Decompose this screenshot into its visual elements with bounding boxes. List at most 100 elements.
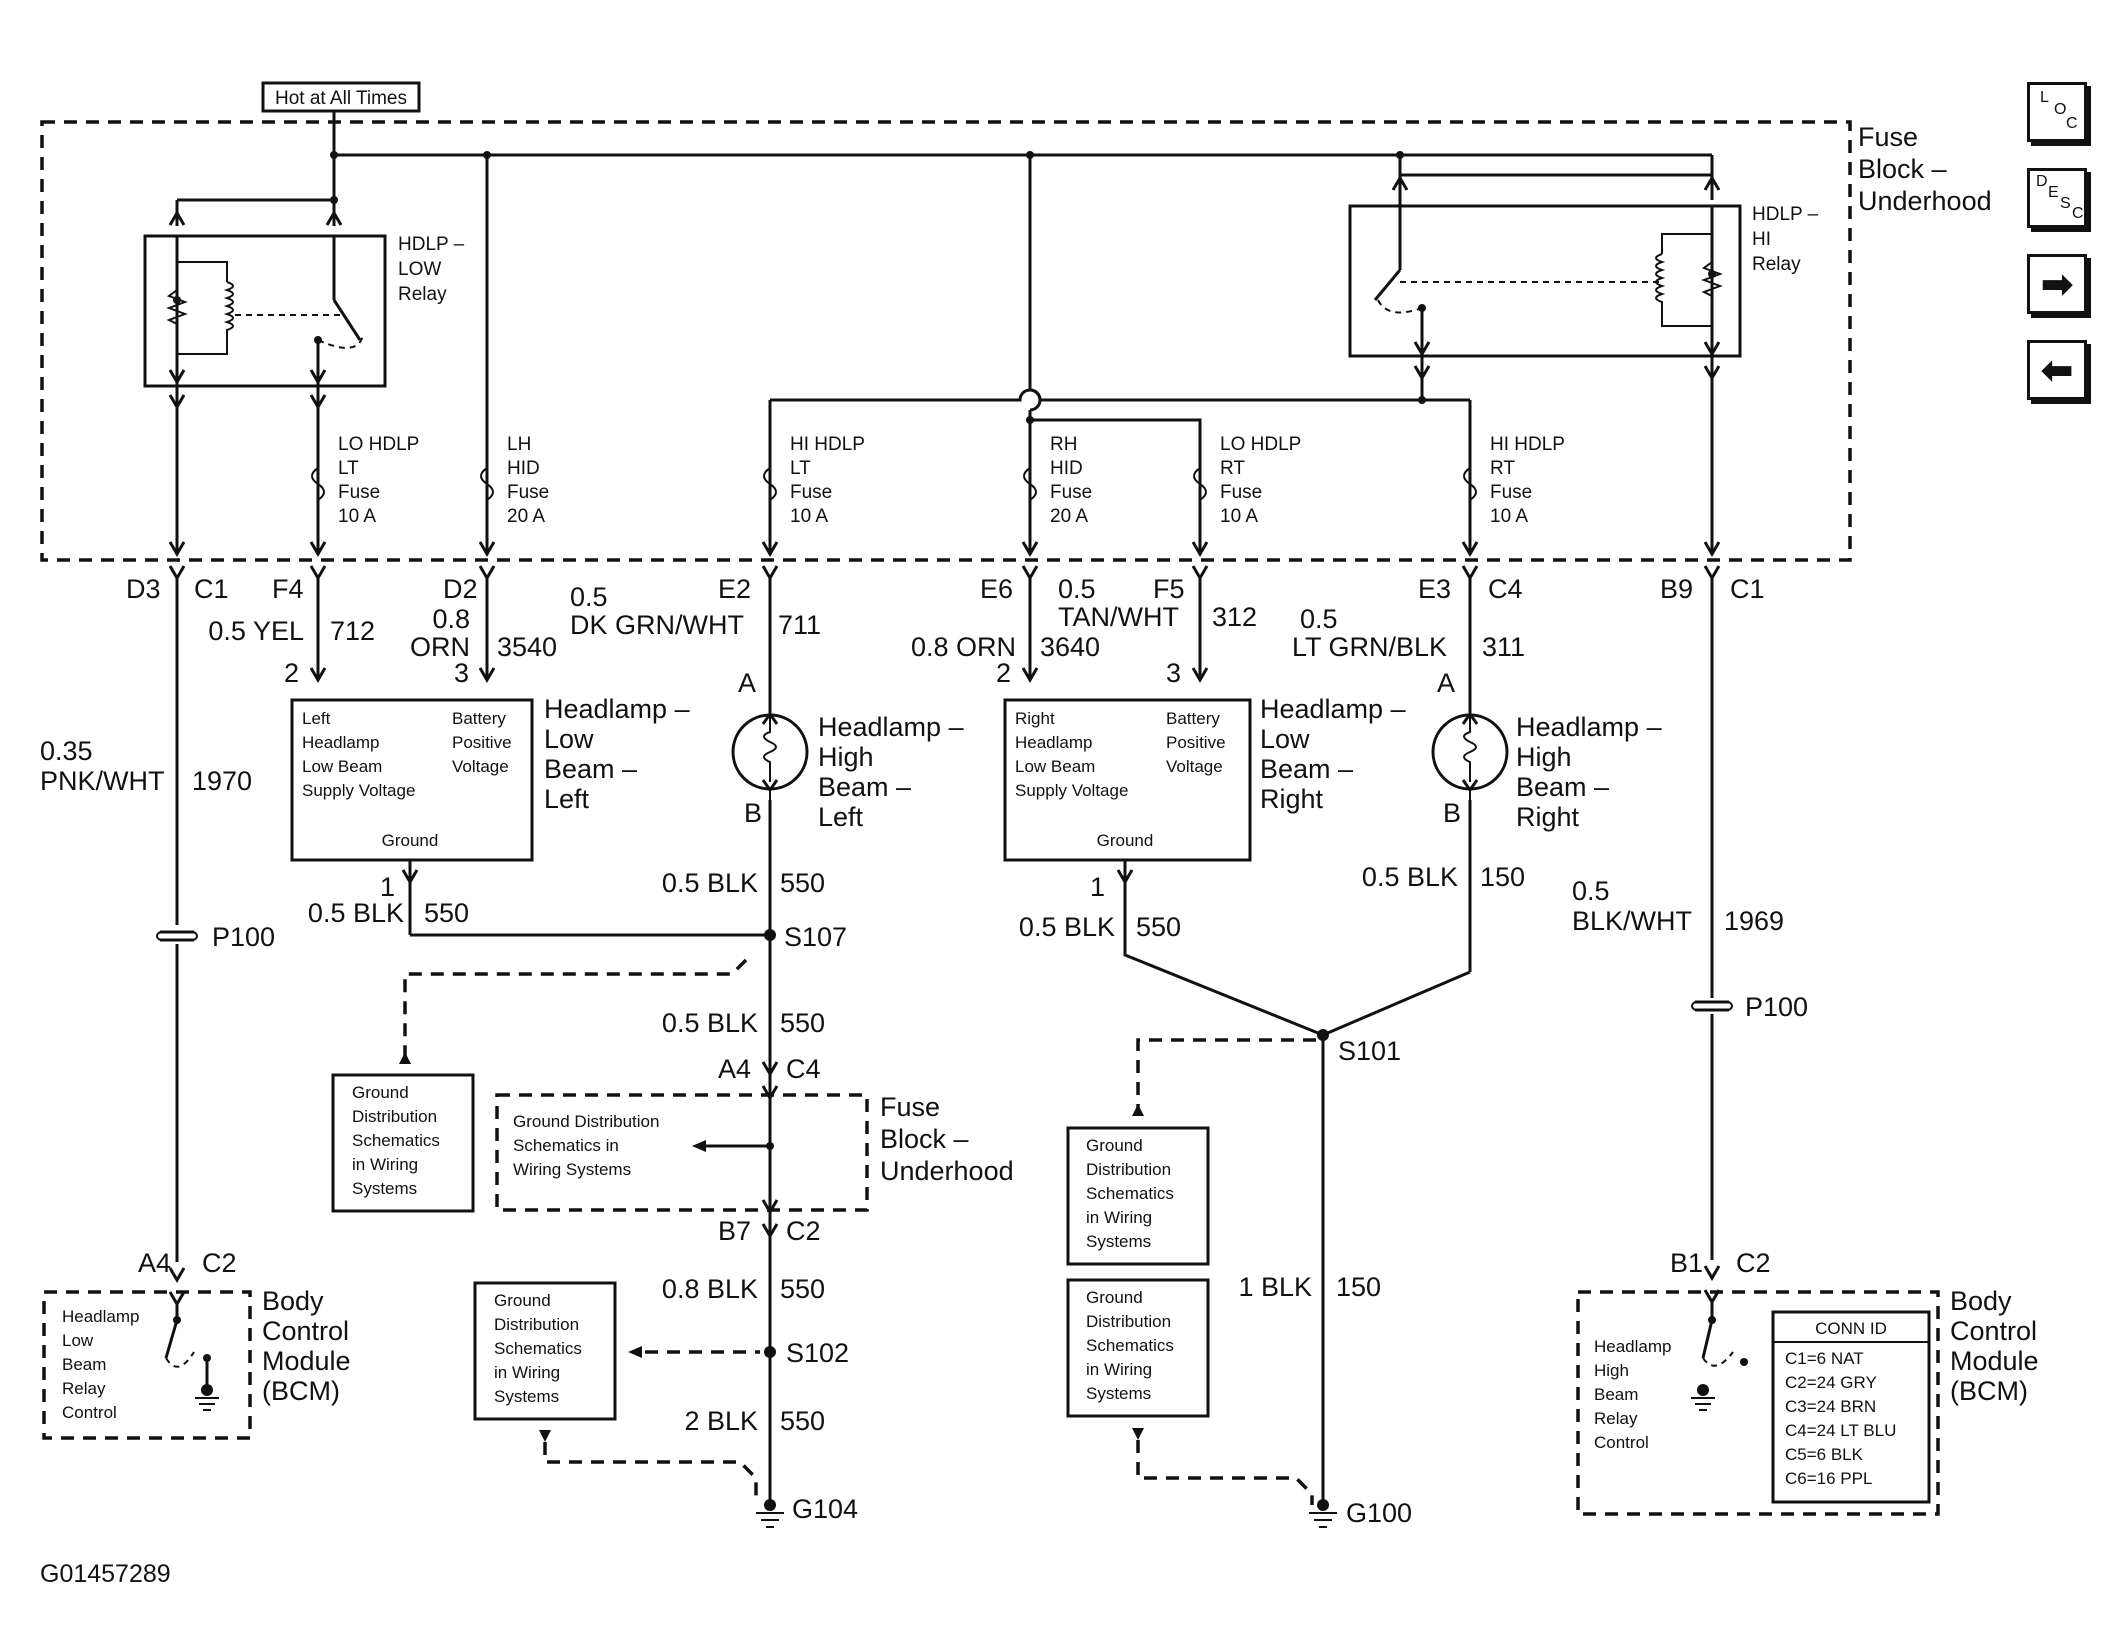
svg-text:Ground: Ground bbox=[1086, 1136, 1143, 1155]
svg-text:Underhood: Underhood bbox=[880, 1156, 1014, 1186]
svg-text:Module: Module bbox=[1950, 1346, 2039, 1376]
next-page-button[interactable]: ➡ bbox=[2027, 254, 2087, 314]
svg-text:C1: C1 bbox=[1730, 574, 1765, 604]
svg-text:(BCM): (BCM) bbox=[1950, 1376, 2028, 1406]
svg-text:1969: 1969 bbox=[1724, 906, 1784, 936]
wire-550-high-left: 0.5 BLK 550 bbox=[662, 868, 825, 898]
svg-text:LT: LT bbox=[790, 458, 811, 479]
wire-550-low-left: 0.5 BLK 550 bbox=[308, 898, 469, 928]
bcm-left-text: Headlamp Low Beam Relay Control bbox=[62, 1307, 140, 1422]
svg-text:Positive: Positive bbox=[1166, 733, 1226, 752]
wire-711: 0.5 DK GRN/WHT 711 bbox=[570, 582, 821, 640]
svg-text:Control: Control bbox=[62, 1403, 117, 1422]
ground-distribution-ref-4[interactable] bbox=[1066, 1278, 1210, 1418]
svg-text:LOW: LOW bbox=[398, 259, 441, 280]
svg-text:0.5 BLK: 0.5 BLK bbox=[662, 868, 758, 898]
svg-text:3: 3 bbox=[454, 658, 469, 688]
svg-text:(BCM): (BCM) bbox=[262, 1376, 340, 1406]
svg-text:Right: Right bbox=[1516, 802, 1580, 832]
svg-text:550: 550 bbox=[424, 898, 469, 928]
wire-550-g104: 2 BLK 550 bbox=[684, 1406, 825, 1436]
svg-text:2: 2 bbox=[284, 658, 299, 688]
svg-text:PNK/WHT: PNK/WHT bbox=[40, 766, 165, 796]
hdlp-hi-relay-label: HDLP – HI Relay bbox=[1752, 204, 1819, 275]
svg-text:Left: Left bbox=[544, 784, 590, 814]
svg-text:C3=24 BRN: C3=24 BRN bbox=[1785, 1397, 1876, 1416]
svg-text:Beam –: Beam – bbox=[1516, 772, 1609, 802]
fuse-hi-hdlp-rt-label: HI HDLP RT Fuse 10 A bbox=[1490, 434, 1565, 527]
ground-distribution-ref-2[interactable] bbox=[473, 1281, 617, 1421]
right-arrow-icon: ➡ bbox=[2041, 263, 2073, 306]
svg-text:Left: Left bbox=[818, 802, 864, 832]
svg-text:Fuse: Fuse bbox=[790, 482, 832, 503]
svg-text:0.5 YEL: 0.5 YEL bbox=[208, 616, 304, 646]
svg-text:1: 1 bbox=[380, 872, 395, 902]
svg-text:10 A: 10 A bbox=[1490, 506, 1528, 527]
previous-page-button[interactable]: ⬅ bbox=[2027, 340, 2087, 400]
svg-text:E3: E3 bbox=[1418, 574, 1451, 604]
description-button[interactable]: D E S C bbox=[2027, 168, 2087, 228]
svg-text:Ground: Ground bbox=[352, 1083, 409, 1102]
svg-text:RT: RT bbox=[1490, 458, 1515, 479]
svg-text:Fuse: Fuse bbox=[1220, 482, 1262, 503]
svg-text:in Wiring: in Wiring bbox=[1086, 1360, 1152, 1379]
wire-712: 0.5 YEL 712 bbox=[208, 616, 375, 646]
headlamp-high-beam-left-label: Headlamp – High Beam – Left bbox=[818, 712, 964, 832]
svg-text:Ground: Ground bbox=[1086, 1288, 1143, 1307]
svg-text:550: 550 bbox=[1136, 912, 1181, 942]
ground-distribution-ref-1[interactable] bbox=[331, 1073, 475, 1213]
svg-text:High: High bbox=[1516, 742, 1572, 772]
conn-id-rows: C1=6 NAT C2=24 GRY C3=24 BRN C4=24 LT BL… bbox=[1785, 1349, 1896, 1488]
svg-text:150: 150 bbox=[1336, 1272, 1381, 1302]
svg-text:Right: Right bbox=[1260, 784, 1324, 814]
svg-text:High: High bbox=[818, 742, 874, 772]
svg-text:ORN: ORN bbox=[410, 632, 470, 662]
svg-text:Control: Control bbox=[1594, 1433, 1649, 1452]
svg-text:Voltage: Voltage bbox=[1166, 757, 1223, 776]
splice-s107-label: S107 bbox=[784, 922, 847, 952]
svg-text:550: 550 bbox=[780, 868, 825, 898]
figure-id: G01457289 bbox=[40, 1560, 171, 1588]
ground-distribution-ref-3[interactable] bbox=[1066, 1126, 1210, 1266]
svg-text:Headlamp –: Headlamp – bbox=[1516, 712, 1662, 742]
svg-text:0.8 BLK: 0.8 BLK bbox=[662, 1274, 758, 1304]
svg-text:712: 712 bbox=[330, 616, 375, 646]
svg-text:0.5: 0.5 bbox=[570, 582, 608, 612]
svg-text:0.8 ORN: 0.8 ORN bbox=[911, 632, 1016, 662]
svg-text:in Wiring: in Wiring bbox=[1086, 1208, 1152, 1227]
svg-text:Headlamp: Headlamp bbox=[1594, 1337, 1672, 1356]
svg-text:LO HDLP: LO HDLP bbox=[1220, 434, 1301, 455]
svg-text:HI HDLP: HI HDLP bbox=[1490, 434, 1565, 455]
svg-text:Schematics: Schematics bbox=[352, 1131, 440, 1150]
svg-text:in Wiring: in Wiring bbox=[494, 1363, 560, 1382]
svg-text:Schematics: Schematics bbox=[1086, 1336, 1174, 1355]
svg-text:Fuse: Fuse bbox=[507, 482, 549, 503]
wire-550-s107: 0.5 BLK 550 bbox=[662, 1008, 825, 1038]
headlamp-low-beam-left-label: Headlamp – Low Beam – Left bbox=[544, 694, 690, 814]
svg-text:C5=6 BLK: C5=6 BLK bbox=[1785, 1445, 1864, 1464]
svg-text:B7: B7 bbox=[718, 1216, 751, 1246]
wire-312: 0.5 TAN/WHT 312 bbox=[1058, 574, 1257, 632]
svg-text:Fuse: Fuse bbox=[1858, 122, 1918, 152]
svg-text:Ground: Ground bbox=[1097, 831, 1154, 850]
bcm-left-title: Body Control Module (BCM) bbox=[262, 1286, 351, 1406]
headlamp-low-beam-right-label: Headlamp – Low Beam – Right bbox=[1260, 694, 1406, 814]
ground-distribution-inline[interactable]: Ground Distribution Schematics in Wiring… bbox=[513, 1112, 659, 1179]
svg-text:2 BLK: 2 BLK bbox=[684, 1406, 758, 1436]
svg-text:0.5 BLK: 0.5 BLK bbox=[1362, 862, 1458, 892]
svg-text:1970: 1970 bbox=[192, 766, 252, 796]
location-button[interactable]: L O C bbox=[2027, 82, 2087, 142]
svg-text:Body: Body bbox=[262, 1286, 324, 1316]
svg-text:B1: B1 bbox=[1670, 1248, 1703, 1278]
conn-id-table bbox=[1771, 1310, 1931, 1504]
svg-text:20 A: 20 A bbox=[507, 506, 545, 527]
hdlp-low-relay-label: HDLP – LOW Relay bbox=[398, 234, 465, 305]
svg-text:Systems: Systems bbox=[352, 1179, 417, 1198]
svg-text:BLK/WHT: BLK/WHT bbox=[1572, 906, 1692, 936]
svg-text:Headlamp –: Headlamp – bbox=[544, 694, 690, 724]
svg-text:A4: A4 bbox=[718, 1054, 751, 1084]
svg-text:Supply Voltage: Supply Voltage bbox=[302, 781, 415, 800]
svg-text:HDLP –: HDLP – bbox=[1752, 204, 1819, 225]
svg-text:Distribution: Distribution bbox=[494, 1315, 579, 1334]
connector-labels-lower: A4 C4 B7 C2 A4 C2 B1 C2 bbox=[138, 1054, 1771, 1278]
